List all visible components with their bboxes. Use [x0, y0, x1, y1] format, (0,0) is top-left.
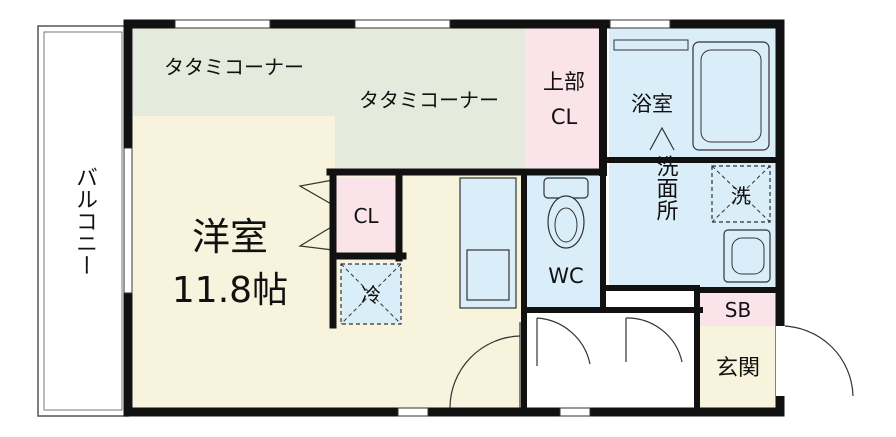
upper-closet-label-1: 上部 [543, 70, 585, 94]
toilet-fixture [543, 177, 589, 249]
balcony-window [123, 147, 133, 294]
washroom-label: 洗面所 [653, 155, 679, 221]
top-window-2 [354, 19, 451, 29]
western-room-name: 洋室 [192, 215, 268, 259]
closet-door [298, 179, 334, 251]
western-room-size: 11.8帖 [172, 270, 288, 311]
wash-basin [723, 229, 771, 283]
entrance-fill [700, 326, 777, 408]
top-window-1 [174, 19, 271, 29]
entrance-doorway [776, 326, 785, 396]
shoe-box-fill [700, 292, 777, 326]
balcony-label: バルコニー [72, 166, 97, 276]
washer-space [711, 165, 771, 223]
washroom-door [625, 317, 683, 363]
entry-hall-door [449, 322, 521, 409]
shoe-box-label: SB [725, 298, 751, 322]
balcony [37, 25, 129, 417]
fridge-label: 冷 [361, 283, 381, 307]
entrance-door [780, 325, 854, 397]
toilet-label: WC [548, 264, 583, 288]
bathroom-label: 浴室 [631, 92, 673, 116]
tatami-corner-2-label: タタミコーナー [359, 88, 499, 112]
upper-closet-fill [525, 28, 603, 168]
tatami-corner-1-label: タタミコーナー [164, 55, 304, 79]
entrance-label: 玄関 [716, 356, 760, 381]
closet-fill [335, 178, 397, 252]
tatami-corner-1-fill [133, 28, 335, 116]
top-window-3 [609, 19, 671, 29]
sink [466, 249, 510, 301]
closet-label: CL [353, 204, 379, 228]
upper-closet-label-2: CL [551, 105, 578, 129]
fridge-space [340, 263, 402, 325]
bathtub [613, 39, 770, 151]
toilet-door [536, 317, 591, 366]
washer-label: 洗 [731, 184, 751, 208]
tatami-corner-2-fill [335, 28, 525, 168]
bottom-window-2 [559, 407, 591, 417]
bottom-window-1 [397, 407, 429, 417]
